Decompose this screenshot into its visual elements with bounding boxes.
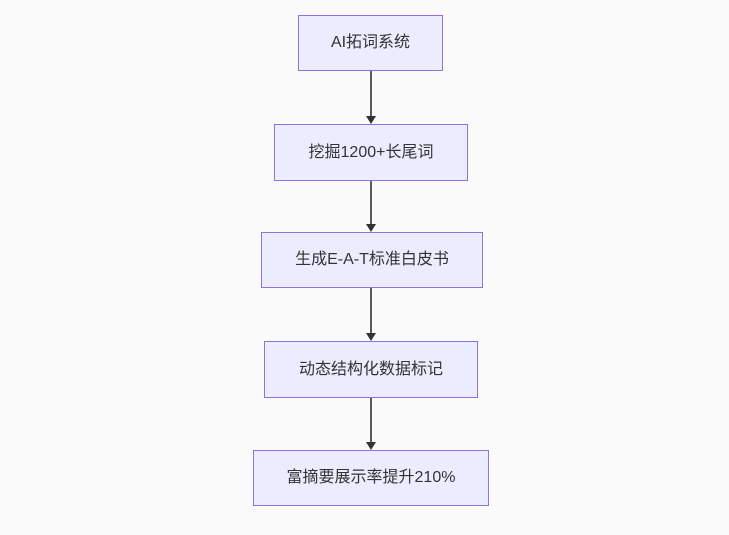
- arrow-down-icon: [366, 288, 376, 341]
- flow-node-label: 富摘要展示率提升210%: [286, 469, 456, 487]
- flow-node-label: 生成E-A-T标准白皮书: [295, 251, 449, 269]
- flow-node-label: 挖掘1200+长尾词: [308, 143, 434, 161]
- arrow-down-icon: [366, 181, 376, 232]
- flow-node-ai-keyword-system: AI拓词系统: [298, 15, 443, 71]
- flow-node-label: AI拓词系统: [330, 34, 411, 52]
- arrow-down-icon: [366, 71, 376, 124]
- flow-node-eat-whitepaper: 生成E-A-T标准白皮书: [261, 232, 483, 288]
- arrow-down-icon: [366, 398, 376, 450]
- flow-node-longtail-mining: 挖掘1200+长尾词: [274, 124, 468, 181]
- flow-node-structured-data-markup: 动态结构化数据标记: [264, 341, 478, 398]
- flow-node-rich-snippet-result: 富摘要展示率提升210%: [253, 450, 489, 506]
- flow-node-label: 动态结构化数据标记: [298, 360, 443, 378]
